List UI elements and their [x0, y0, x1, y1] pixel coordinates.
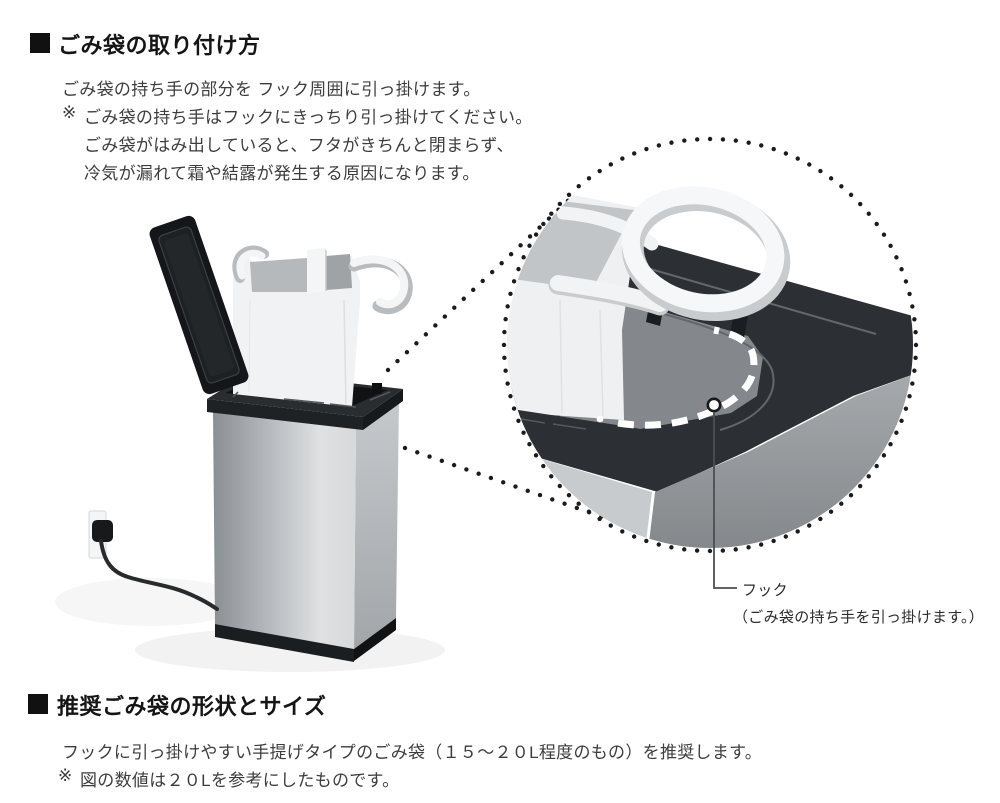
trash-can [88, 215, 445, 672]
section1-note-line2: ごみ袋がはみ出していると、フタがきちんと閉まらず、 [84, 136, 514, 155]
section2-note-marker: ※ [58, 766, 73, 785]
section1-note-marker: ※ [62, 103, 77, 122]
section1-intro: ごみ袋の持ち手の部分を フック周囲に引っ掛けます。 [62, 80, 481, 99]
section1-heading: ごみ袋の取り付け方 [58, 33, 261, 58]
hook-caption: （ごみ袋の持ち手を引っ掛けます。） [733, 609, 985, 626]
can-front-face [213, 411, 356, 649]
dash-start-dot [596, 415, 604, 423]
detail-bag-handle [548, 186, 791, 322]
section1-note-line3: 冷気が漏れて霜や結露が発生する原因になります。 [84, 164, 480, 183]
rim-front-band [207, 399, 363, 430]
magnified-detail [507, 142, 913, 548]
lid [149, 215, 249, 395]
detail-front-rim-lip [507, 408, 640, 448]
rim-grooves [232, 391, 391, 408]
power-cord [99, 539, 219, 611]
section2-note-line1: 図の数値は２０Lを参考にしたものです。 [80, 771, 400, 790]
section2-intro: フックに引っ掛けやすい手提げタイプのごみ袋（１５～２０L程度のもの）を推奨します… [62, 743, 763, 762]
rim-right-band [363, 389, 403, 430]
garbage-bag [232, 245, 413, 407]
power-plug [92, 520, 113, 542]
bag-center-tab [307, 248, 326, 293]
bag-edge-dashed-line [617, 326, 758, 429]
rim-hook-notch [372, 383, 382, 394]
section1-note-line1: ごみ袋の持ち手はフックにきっちり引っ掛けてください。 [84, 108, 533, 127]
hook-marker [706, 397, 722, 413]
can-base-front [215, 624, 354, 662]
section1-heading-bullet [30, 33, 50, 53]
can-right-face [354, 400, 399, 649]
can-base-right [354, 618, 396, 661]
section2-heading: 推奨ごみ袋の形状とサイズ [57, 694, 327, 719]
hook-leader-line [713, 412, 737, 589]
magnifier-rays [385, 194, 643, 533]
magnifier-circle [501, 136, 919, 554]
hook-label: フック [742, 582, 788, 599]
section2-heading-bullet [28, 694, 48, 714]
